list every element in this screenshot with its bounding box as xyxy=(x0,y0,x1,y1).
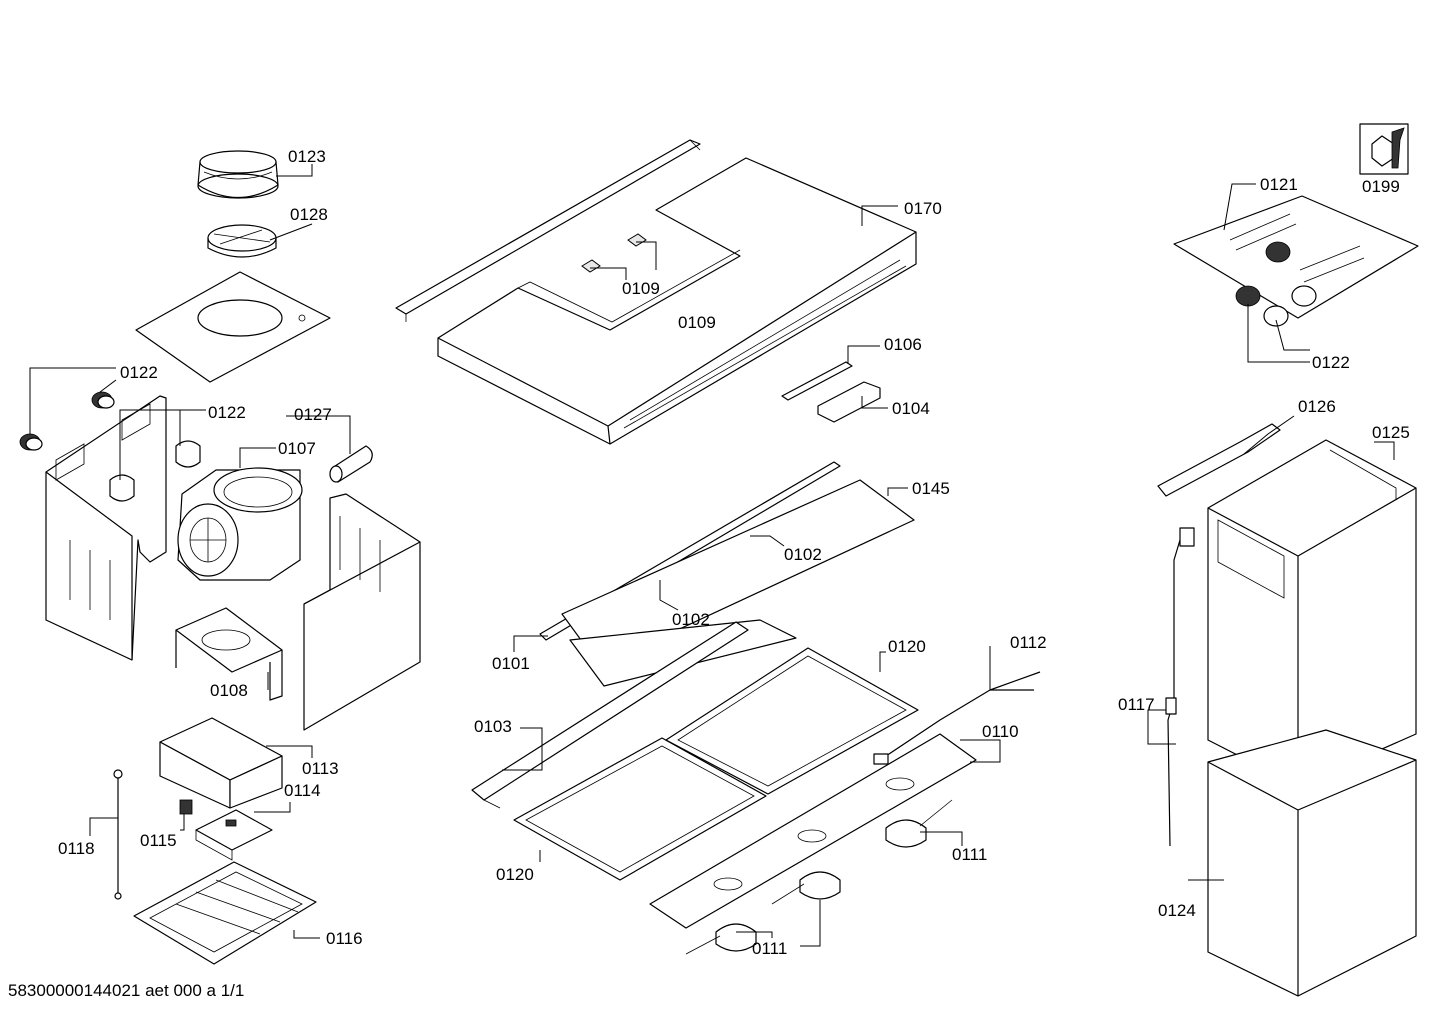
callout-0111-b: 0111 xyxy=(752,939,787,958)
part-left-housing xyxy=(45,395,167,661)
part-0170-canopy xyxy=(437,157,917,445)
part-0114-pcb xyxy=(195,809,273,861)
callout-0111-a: 0111 xyxy=(952,845,987,864)
callout-0107: 0107 xyxy=(278,439,316,458)
part-0110-control-panel xyxy=(649,733,977,929)
callout-0110: 0110 xyxy=(982,722,1019,741)
part-0116-grease-filter xyxy=(133,861,317,965)
part-0122-cap-a xyxy=(109,474,135,502)
part-0103-strip xyxy=(471,621,749,809)
part-0118-ground-wire xyxy=(113,769,123,900)
callout-0114: 0114 xyxy=(284,781,321,800)
leader-lines xyxy=(29,164,1395,947)
callout-0117: 0117 xyxy=(1118,695,1155,714)
part-0120-filter-a xyxy=(665,647,919,795)
callout-0108: 0108 xyxy=(210,681,248,700)
part-0109-pad-a xyxy=(581,259,601,273)
callout-0122-left: 0122 xyxy=(120,363,158,382)
part-0120-filter-b xyxy=(513,737,767,881)
callout-0113: 0113 xyxy=(302,759,339,778)
callout-0126: 0126 xyxy=(1298,397,1336,416)
part-top-plate xyxy=(135,271,331,383)
callout-0125: 0125 xyxy=(1372,423,1410,442)
part-0199-service-icon xyxy=(1359,123,1409,175)
vent-slots-left xyxy=(1217,449,1397,599)
callout-0116: 0116 xyxy=(326,929,363,948)
part-0122-knob-a xyxy=(19,433,43,451)
part-0124-lower-chimney xyxy=(1207,729,1417,997)
callout-0170: 0170 xyxy=(904,199,942,218)
part-top-rail xyxy=(395,139,701,322)
callout-0102-a: 0102 xyxy=(784,545,822,564)
part-right-housing xyxy=(303,493,421,731)
part-0123-duct-ring xyxy=(197,150,279,199)
callout-0115: 0115 xyxy=(140,831,177,850)
part-0121-fixing-bag xyxy=(1173,195,1419,327)
drawing-number: 58300000144021 aet 000 a 1/1 xyxy=(8,981,245,1000)
part-0109-pad-b xyxy=(627,233,647,247)
callout-0109-b: 0109 xyxy=(678,313,716,332)
part-0127-capacitor xyxy=(329,445,373,483)
part-0145-frame xyxy=(539,461,915,687)
callout-0120-a: 0120 xyxy=(888,637,926,656)
part-0106-switch-bar xyxy=(781,361,853,401)
callout-0127: 0127 xyxy=(294,405,332,424)
callout-0122-right: 0122 xyxy=(1312,353,1350,372)
part-0111-knob-a xyxy=(885,799,953,848)
callout-0199: 0199 xyxy=(1362,177,1400,196)
callout-0112: 0112 xyxy=(1010,633,1047,652)
callout-0103: 0103 xyxy=(474,717,512,736)
callout-0106: 0106 xyxy=(884,335,922,354)
callout-0128: 0128 xyxy=(290,205,328,224)
part-0122-knob-b xyxy=(91,391,115,409)
part-0107-blower xyxy=(177,467,303,581)
callout-0104: 0104 xyxy=(892,399,930,418)
part-0117-power-cable xyxy=(1165,527,1195,847)
callout-0123: 0123 xyxy=(288,147,326,166)
part-0122-cap-b xyxy=(175,440,201,468)
part-0104-switch-block xyxy=(817,381,881,423)
part-0113-box xyxy=(159,717,283,809)
callout-0109-a: 0109 xyxy=(622,279,660,298)
part-0126-bracket xyxy=(1157,423,1281,497)
callout-0120-b: 0120 xyxy=(496,865,534,884)
callout-0122-mid: 0122 xyxy=(208,403,246,422)
callout-0101: 0101 xyxy=(492,654,530,673)
callout-0102-b: 0102 xyxy=(672,610,710,629)
part-0128-flap-ring xyxy=(207,224,277,258)
part-0111-knob-b xyxy=(771,871,841,905)
callout-0124: 0124 xyxy=(1158,901,1196,920)
part-0115-clip xyxy=(179,799,193,815)
callout-0145: 0145 xyxy=(912,479,950,498)
part-0111-knob-c xyxy=(685,923,757,955)
part-0112-wire-harness xyxy=(873,671,1041,765)
callout-0121: 0121 xyxy=(1260,175,1298,194)
part-0125-upper-chimney xyxy=(1207,439,1417,787)
callout-0118: 0118 xyxy=(58,839,95,858)
part-0108-bracket xyxy=(175,607,283,701)
